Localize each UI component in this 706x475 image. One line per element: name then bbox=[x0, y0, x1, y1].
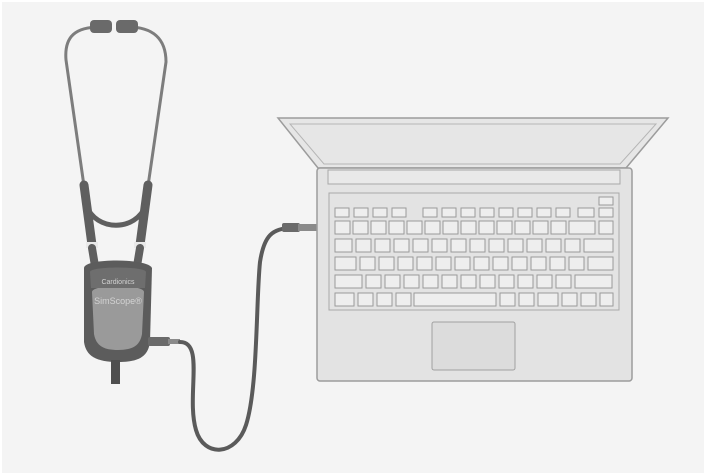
keyboard-key bbox=[371, 221, 386, 234]
keyboard-key bbox=[417, 257, 432, 270]
keyboard-key bbox=[588, 257, 613, 270]
keyboard-key bbox=[461, 221, 476, 234]
keyboard-key bbox=[392, 208, 406, 217]
keyboard-key bbox=[461, 275, 476, 288]
keyboard-key bbox=[353, 221, 368, 234]
keyboard-key bbox=[436, 257, 451, 270]
keyboard-key bbox=[575, 275, 612, 288]
keyboard-key bbox=[556, 275, 571, 288]
device-model-label: SimScope® bbox=[94, 296, 142, 306]
keyboard-key bbox=[599, 197, 613, 205]
keyboard-key bbox=[565, 239, 580, 252]
keyboard-key bbox=[551, 221, 566, 234]
device-usb-plug bbox=[148, 337, 170, 346]
keyboard-key bbox=[423, 208, 437, 217]
keyboard-key bbox=[451, 239, 466, 252]
keyboard-key bbox=[394, 239, 409, 252]
keyboard-key bbox=[515, 221, 530, 234]
keyboard-key bbox=[379, 257, 394, 270]
keyboard-key bbox=[562, 293, 577, 306]
keyboard-key bbox=[537, 208, 551, 217]
keyboard-key bbox=[455, 257, 470, 270]
keyboard-key bbox=[518, 208, 532, 217]
keyboard-key bbox=[497, 221, 512, 234]
keyboard-key bbox=[356, 239, 371, 252]
keyboard-key bbox=[461, 208, 475, 217]
keyboard-key bbox=[489, 239, 504, 252]
keyboard-key bbox=[432, 239, 447, 252]
keyboard-key bbox=[360, 257, 375, 270]
keyboard-key bbox=[358, 293, 373, 306]
laptop-usb-plug bbox=[282, 223, 300, 232]
left-eartip bbox=[90, 20, 112, 33]
keyboard-key bbox=[474, 257, 489, 270]
keyboard-key bbox=[442, 208, 456, 217]
keyboard-key bbox=[335, 221, 350, 234]
keyboard-key bbox=[508, 239, 523, 252]
keyboard-key bbox=[569, 257, 584, 270]
keyboard-key bbox=[396, 293, 411, 306]
keyboard-key bbox=[404, 275, 419, 288]
keyboard-key bbox=[407, 221, 422, 234]
keyboard-key bbox=[335, 239, 352, 252]
keyboard-key bbox=[538, 293, 558, 306]
right-eartip bbox=[116, 20, 138, 33]
keyboard-key bbox=[584, 239, 613, 252]
keyboard-key bbox=[442, 275, 457, 288]
keyboard-key bbox=[423, 275, 438, 288]
keyboard-key bbox=[480, 275, 495, 288]
keyboard-key bbox=[499, 208, 513, 217]
keyboard-key bbox=[500, 293, 515, 306]
keyboard-key bbox=[550, 257, 565, 270]
keyboard-key bbox=[556, 208, 570, 217]
keyboard-key bbox=[512, 257, 527, 270]
keyboard-key bbox=[600, 293, 613, 306]
keyboard-key bbox=[531, 257, 546, 270]
keyboard-key bbox=[537, 275, 552, 288]
laptop-icon bbox=[278, 118, 668, 381]
keyboard-key bbox=[414, 293, 496, 306]
keyboard-key bbox=[569, 221, 595, 234]
laptop-lid bbox=[278, 118, 668, 168]
keyboard-key bbox=[385, 275, 400, 288]
keyboard-key bbox=[398, 257, 413, 270]
keyboard-key bbox=[479, 221, 494, 234]
keyboard-key bbox=[533, 221, 548, 234]
keyboard-key bbox=[470, 239, 485, 252]
touchpad bbox=[432, 322, 515, 370]
keyboard-key bbox=[335, 293, 354, 306]
device-brand-label: Cardionics bbox=[101, 279, 135, 286]
keyboard-key bbox=[375, 239, 390, 252]
keyboard-key bbox=[599, 208, 613, 217]
keyboard-key bbox=[443, 221, 458, 234]
keyboard-key bbox=[335, 257, 356, 270]
keyboard-key bbox=[366, 275, 381, 288]
keyboard-key bbox=[581, 293, 596, 306]
keyboard-key bbox=[389, 221, 404, 234]
keyboard-key bbox=[377, 293, 392, 306]
keyboard-key bbox=[480, 208, 494, 217]
keyboard-key bbox=[425, 221, 440, 234]
keyboard-key bbox=[354, 208, 368, 217]
keyboard-key bbox=[518, 275, 533, 288]
keyboard-key bbox=[335, 208, 349, 217]
keyboard-key bbox=[578, 208, 594, 217]
keyboard-key bbox=[599, 221, 613, 234]
keyboard-key bbox=[413, 239, 428, 252]
keyboard-key bbox=[499, 275, 514, 288]
keyboard-key bbox=[493, 257, 508, 270]
keyboard-key bbox=[335, 275, 362, 288]
keyboard-key bbox=[519, 293, 534, 306]
keyboard-key bbox=[546, 239, 561, 252]
keyboard-key bbox=[373, 208, 387, 217]
keyboard-key bbox=[527, 239, 542, 252]
